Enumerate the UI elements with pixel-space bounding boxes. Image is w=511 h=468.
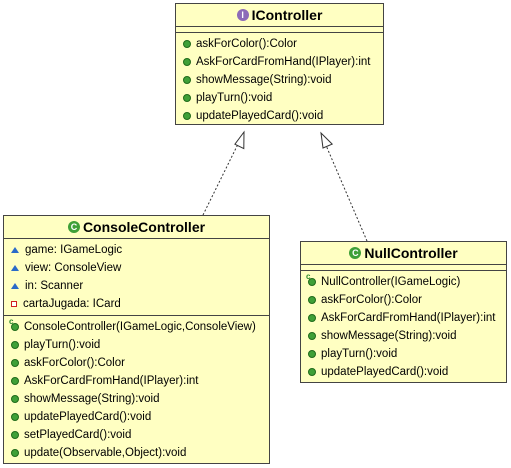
public-method-icon (11, 395, 19, 403)
consolecontroller-name: ConsoleController (82, 219, 206, 235)
method-row: askForColor():Color (176, 35, 383, 53)
method-row: update(Observable,Object):void (4, 444, 269, 462)
method-row: playTurn():void (301, 345, 506, 363)
method-row: AskForCardFromHand(IPlayer):int (301, 309, 506, 327)
public-method-icon (11, 413, 19, 421)
icontroller-empty-attributes (176, 27, 383, 33)
consolecontroller-methods: ConsoleController(IGameLogic,ConsoleView… (4, 316, 269, 464)
method-row: updatePlayedCard():void (301, 363, 506, 381)
arrowhead-null (320, 131, 334, 149)
private-visibility-icon (11, 301, 17, 307)
public-method-icon (183, 76, 191, 84)
package-visibility-icon (11, 283, 19, 289)
method-row: AskForCardFromHand(IPlayer):int (4, 372, 269, 390)
edge-null-to-icontroller (324, 142, 368, 242)
class-icon: C (67, 221, 80, 233)
public-method-icon (308, 368, 316, 376)
field-row: view: ConsoleView (4, 259, 269, 277)
public-method-icon (11, 377, 19, 385)
public-method-icon (308, 314, 316, 322)
nullcontroller-name: NullController (364, 245, 458, 261)
method-row: askForColor():Color (4, 354, 269, 372)
package-visibility-icon (11, 247, 19, 253)
public-method-icon (11, 449, 19, 457)
consolecontroller-fields: game: IGameLogic view: ConsoleView in: S… (4, 239, 269, 316)
interface-icon: I (236, 9, 249, 21)
public-method-icon (183, 40, 191, 48)
method-row: askForColor():Color (301, 291, 506, 309)
public-method-icon (183, 58, 191, 66)
public-method-icon (11, 359, 19, 367)
field-row: game: IGameLogic (4, 241, 269, 259)
method-row: ConsoleController(IGameLogic,ConsoleView… (4, 317, 269, 336)
nullcontroller-methods: NullController(IGameLogic) askForColor()… (301, 271, 506, 383)
class-icon: C (349, 247, 362, 259)
consolecontroller-header: C ConsoleController (4, 216, 269, 239)
consolecontroller-class-box[interactable]: C ConsoleController game: IGameLogic vie… (3, 215, 270, 464)
field-row: in: Scanner (4, 277, 269, 295)
method-row: setPlayedCard():void (4, 426, 269, 444)
public-method-icon (183, 112, 191, 120)
method-row: showMessage(String):void (176, 71, 383, 89)
package-visibility-icon (11, 265, 19, 271)
nullcontroller-class-box[interactable]: C NullController NullController(IGameLog… (300, 241, 507, 383)
icontroller-header: I IController (176, 4, 383, 27)
nullcontroller-header: C NullController (301, 242, 506, 265)
method-row: AskForCardFromHand(IPlayer):int (176, 53, 383, 71)
method-row: playTurn():void (176, 89, 383, 107)
method-row: NullController(IGameLogic) (301, 272, 506, 291)
method-row: showMessage(String):void (4, 390, 269, 408)
method-row: showMessage(String):void (301, 327, 506, 345)
constructor-icon (9, 317, 19, 331)
constructor-icon (306, 272, 316, 286)
nullcontroller-empty-attributes (301, 265, 506, 271)
public-method-icon (308, 350, 316, 358)
method-row: updatePlayedCard():void (176, 107, 383, 125)
public-method-icon (308, 332, 316, 340)
public-method-icon (11, 431, 19, 439)
method-row: playTurn():void (4, 336, 269, 354)
icontroller-interface-box[interactable]: I IController askForColor():Color AskFor… (175, 3, 384, 125)
icontroller-methods: askForColor():Color AskForCardFromHand(I… (176, 33, 383, 127)
public-method-icon (308, 296, 316, 304)
arrowhead-console (234, 130, 245, 150)
field-row: cartaJugada: ICard (4, 295, 269, 313)
icontroller-name: IController (251, 7, 323, 23)
public-method-icon (11, 341, 19, 349)
public-method-icon (183, 94, 191, 102)
edge-console-to-icontroller (202, 139, 241, 216)
method-row: updatePlayedCard():void (4, 408, 269, 426)
